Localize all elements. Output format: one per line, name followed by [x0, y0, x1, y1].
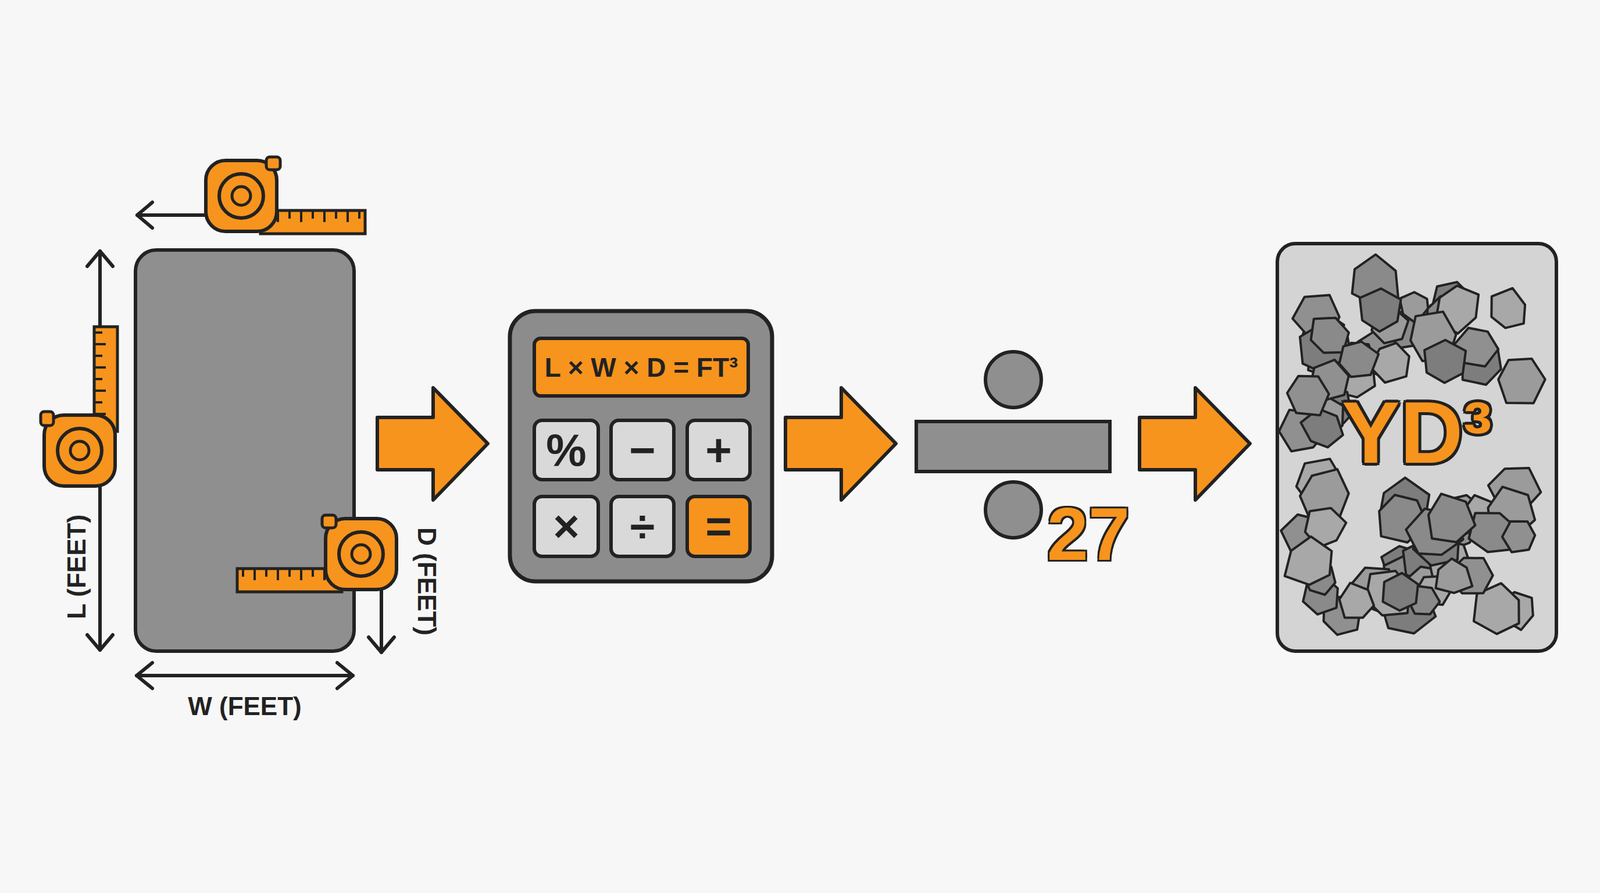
calculator-key: %: [532, 418, 600, 482]
calculator-key: −: [609, 418, 676, 482]
dimension-label: W (FEET): [187, 691, 302, 721]
result-unit: YD³: [1330, 376, 1504, 489]
calculator-key: ×: [532, 494, 600, 559]
calculator-key: ÷: [609, 494, 676, 559]
formula-text: L × W × D = FT³: [544, 351, 739, 384]
key-symbol: ÷: [630, 500, 656, 553]
dimension-label: L (FEET): [62, 514, 92, 620]
dimension-arrows: [87, 202, 395, 689]
calculator-key: =: [685, 494, 752, 559]
dimension-label: D (FEET): [412, 527, 442, 636]
calculator-body: [509, 311, 773, 582]
calculator-display: L × W × D = FT³: [532, 336, 750, 398]
result-box: YD³: [1275, 241, 1559, 653]
tape-measure: [205, 156, 366, 234]
key-symbol: ×: [552, 500, 580, 553]
key-symbol: +: [705, 423, 732, 477]
key-symbol: =: [705, 500, 732, 553]
divisor-number: 27: [1047, 491, 1130, 577]
tape-measure: [40, 326, 118, 487]
key-symbol: %: [545, 423, 587, 477]
key-symbol: −: [629, 423, 656, 477]
calculator-key: +: [685, 418, 752, 482]
tape-measure: [237, 515, 397, 592]
